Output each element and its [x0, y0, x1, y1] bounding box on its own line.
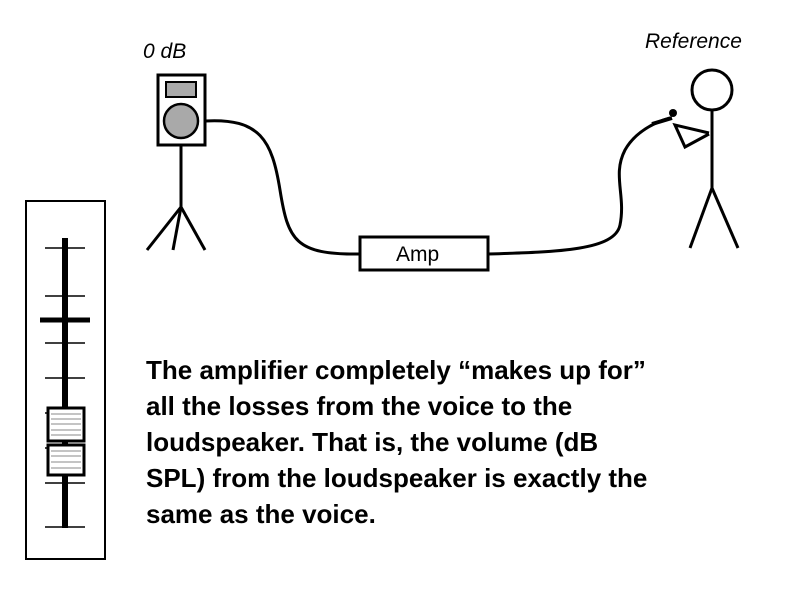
caption: The amplifier completely “makes up for” …	[146, 352, 766, 532]
loudspeaker-icon	[156, 73, 207, 147]
caption-line: loudspeaker. That is, the volume (dB	[146, 427, 599, 457]
stick-figure-icon	[672, 68, 740, 249]
speaker-tweeter	[165, 81, 197, 98]
speaker-cable	[204, 119, 361, 256]
mic-cable	[487, 116, 671, 256]
speaker-cone	[162, 102, 200, 140]
speaker-level-label: 0 dB	[143, 40, 187, 63]
caption-line: same as the voice.	[146, 499, 376, 529]
caption-line: SPL) from the loudspeaker is exactly the	[146, 463, 648, 493]
amp-label: Amp	[396, 243, 440, 266]
tripod-icon	[145, 145, 207, 251]
amp-box	[358, 235, 490, 272]
fader-knob	[46, 406, 86, 477]
fader-icon	[25, 200, 106, 560]
caption-line: The amplifier completely “makes up for”	[146, 355, 646, 385]
reference-label: Reference	[645, 30, 742, 53]
microphone-icon	[651, 109, 677, 126]
caption-line: all the losses from the voice to the	[146, 391, 573, 421]
